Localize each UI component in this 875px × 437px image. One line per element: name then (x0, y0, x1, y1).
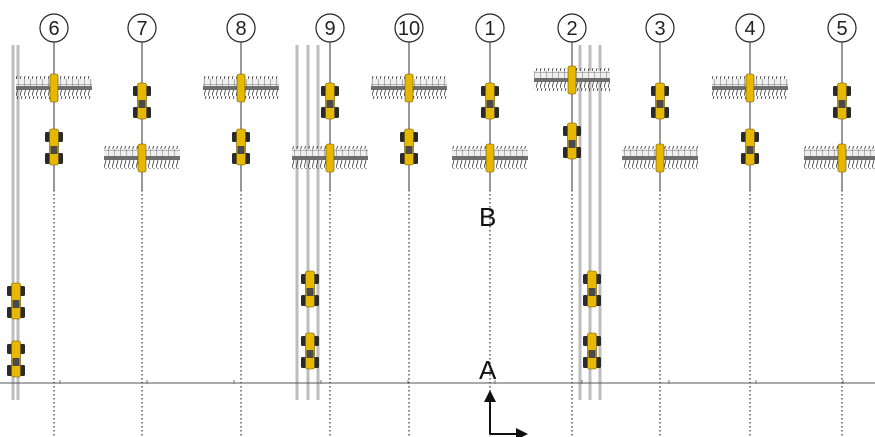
lane-4: 4 (712, 13, 788, 437)
lane-number-badge (315, 13, 345, 43)
lane-number: 6 (48, 18, 59, 40)
tractor-icon (133, 82, 151, 120)
implement-icon (804, 143, 875, 173)
lane-number-badge (735, 13, 765, 43)
lane-9: 9 (292, 13, 368, 437)
point-a-label: A (479, 355, 497, 385)
implement-icon (104, 143, 180, 173)
tractor-icon (741, 128, 759, 166)
implement-icon (622, 143, 698, 173)
tractor-icon (400, 128, 418, 166)
axis-arrow-icon (484, 390, 528, 437)
lane-3: 3 (622, 13, 698, 437)
lane-number: 5 (836, 18, 847, 40)
lane-10: 10 (371, 13, 447, 437)
lane-5: 5 (804, 13, 875, 437)
tractor-icon (651, 82, 669, 120)
tractor-icon (232, 128, 250, 166)
lane-number-badge (39, 13, 69, 43)
lanes: 6 7 8 9 10 1 2 3 4 5 (16, 13, 875, 437)
lane-number: 10 (398, 18, 420, 40)
lane-6: 6 (16, 13, 92, 437)
tractor-icon (833, 82, 851, 120)
implement-icon (16, 73, 92, 103)
tractor-icon (301, 332, 319, 370)
lane-number-badge (557, 13, 587, 43)
lane-number: 7 (136, 18, 147, 40)
lane-1: 1 (452, 13, 528, 437)
lane-number: 3 (654, 18, 665, 40)
track-lines (11, 45, 602, 400)
lane-number: 2 (566, 18, 577, 40)
ab-baseline (0, 380, 875, 384)
lane-number-badge (226, 13, 256, 43)
implement-icon (371, 73, 447, 103)
tractor-icon (321, 82, 339, 120)
lane-number-badge (127, 13, 157, 43)
point-b-label: B (479, 202, 496, 232)
tractor-icon (45, 128, 63, 166)
implement-icon (203, 73, 279, 103)
lane-number-badge (475, 13, 505, 43)
lane-number-badge (827, 13, 857, 43)
implement-icon (712, 73, 788, 103)
tractor-icon (7, 282, 25, 320)
lane-2: 2 (534, 13, 610, 437)
lane-number-badge (645, 13, 675, 43)
tractor-icon (583, 332, 601, 370)
lane-7: 7 (104, 13, 180, 437)
lane-number: 1 (484, 18, 495, 40)
tractor-icon (481, 82, 499, 120)
implement-icon (452, 143, 528, 173)
lane-number: 9 (324, 18, 335, 40)
implement-icon (292, 143, 368, 173)
tractor-icon (563, 122, 581, 160)
tractor-icon (7, 340, 25, 378)
lane-number: 4 (744, 18, 755, 40)
side-tractors (7, 270, 601, 378)
lane-number: 8 (235, 18, 246, 40)
lane-number-badge (394, 13, 424, 43)
lane-8: 8 (203, 13, 279, 437)
tractor-icon (583, 270, 601, 308)
tractor-icon (301, 270, 319, 308)
implement-icon (534, 65, 610, 95)
